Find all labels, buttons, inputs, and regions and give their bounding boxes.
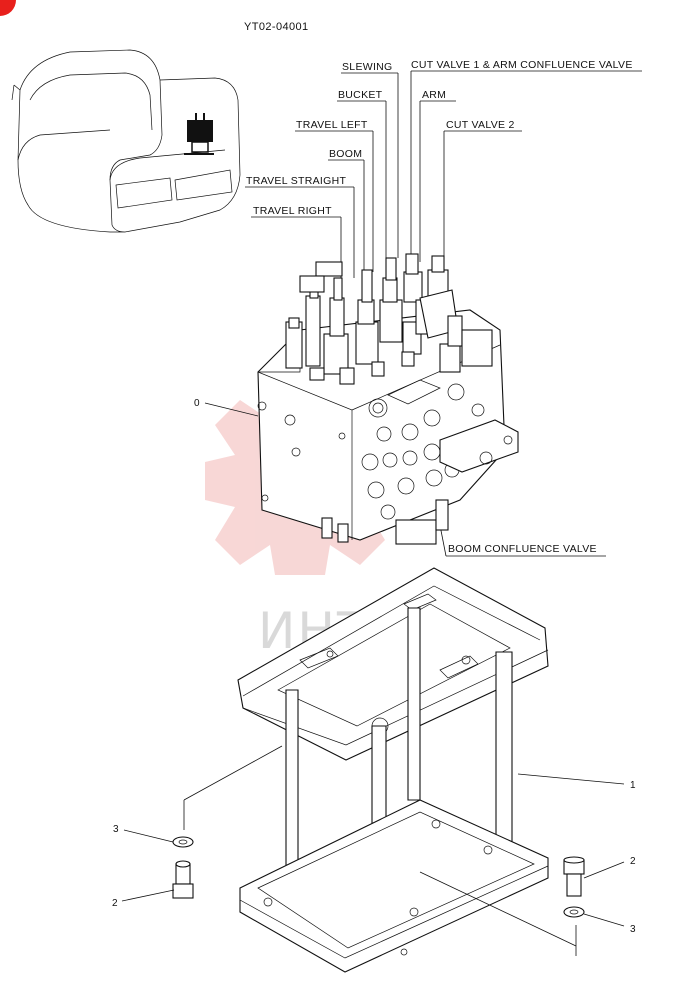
leader-washer-right	[583, 913, 625, 927]
washer-right	[563, 906, 585, 918]
callout-bolt-left: 2	[112, 898, 118, 909]
bolt-left	[172, 860, 194, 899]
excavator-cab-thumbnail	[11, 49, 241, 233]
label-arm: ARM	[422, 89, 446, 101]
label-travel-left: TRAVEL LEFT	[296, 119, 368, 131]
mounting-bracket	[237, 567, 549, 973]
callout-bolt-right: 2	[630, 856, 636, 867]
leader-right-mount	[419, 871, 577, 947]
leader-bracket	[517, 773, 625, 785]
label-slewing: SLEWING	[342, 61, 393, 73]
callout-bracket: 1	[630, 780, 636, 791]
callout-washer-left: 3	[113, 824, 119, 835]
bolt-right	[563, 856, 585, 897]
label-cut-valve-2: CUT VALVE 2	[446, 119, 515, 131]
control-valve-assembly	[257, 253, 519, 545]
leader-left-mount-2	[183, 745, 283, 801]
red-corner-icon	[0, 0, 16, 16]
washer-left	[172, 836, 194, 848]
label-travel-right: TRAVEL RIGHT	[253, 205, 332, 217]
label-travel-straight: TRAVEL STRAIGHT	[246, 175, 346, 187]
callout-washer-right: 3	[630, 924, 636, 935]
leader-bolt-left	[121, 889, 175, 902]
leader-washer-left	[123, 829, 174, 843]
label-bucket: BUCKET	[338, 89, 383, 101]
callout-valve-assembly: 0	[194, 398, 200, 409]
label-boom: BOOM	[329, 148, 362, 160]
leader-valve-assembly	[204, 402, 259, 417]
label-boom-confluence: BOOM CONFLUENCE VALVE	[448, 543, 597, 555]
leader-bolt-right	[583, 861, 625, 879]
label-cut-valve-1: CUT VALVE 1 & ARM CONFLUENCE VALVE	[411, 59, 633, 71]
drawing-code: YT02-04001	[244, 21, 309, 33]
